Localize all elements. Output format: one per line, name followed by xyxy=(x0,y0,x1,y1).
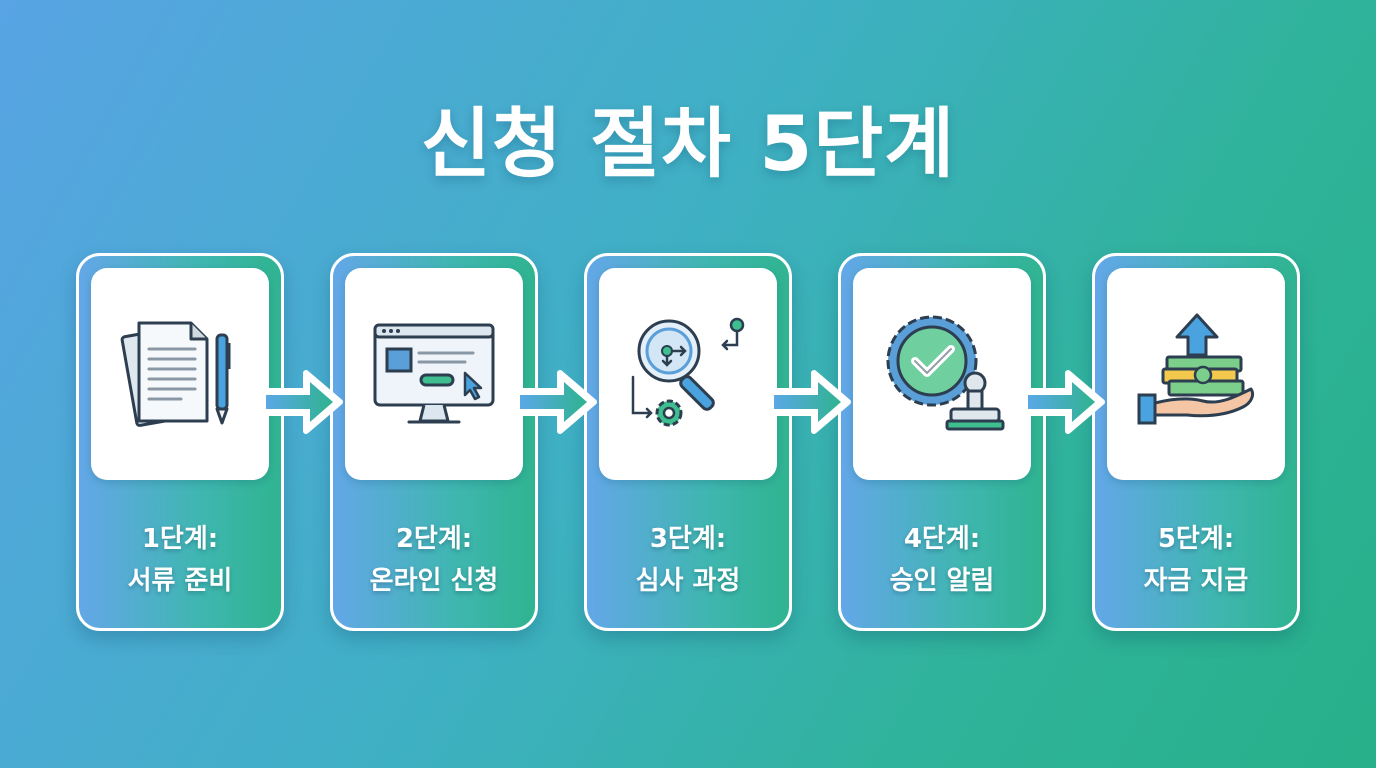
step-1-icon-panel xyxy=(91,268,269,480)
computer-monitor-icon xyxy=(373,323,495,424)
step-1-label: 1단계: 서류 준비 xyxy=(127,524,233,596)
step-2-label: 2단계: 온라인 신청 xyxy=(369,524,499,596)
step-3-label: 3단계: 심사 과정 xyxy=(635,524,741,596)
step-card-2: 2단계: 온라인 신청 xyxy=(330,253,538,631)
step-card-1: 1단계: 서류 준비 xyxy=(76,253,284,631)
step-card-4: 4단계: 승인 알림 xyxy=(838,253,1046,631)
arrow-right-icon xyxy=(764,370,851,434)
approval-seal-stamp-icon xyxy=(886,315,1005,431)
step-card-3: 3단계: 심사 과정 xyxy=(584,253,792,631)
step-5-icon-panel xyxy=(1107,268,1285,480)
step-4-label: 4단계: 승인 알림 xyxy=(889,524,995,596)
money-hand-icon xyxy=(1137,313,1255,425)
arrow-right-icon xyxy=(256,370,343,434)
step-4-icon-panel xyxy=(853,268,1031,480)
documents-pen-icon xyxy=(120,321,231,427)
step-5-label: 5단계: 자금 지급 xyxy=(1143,524,1249,596)
step-card-5: 5단계: 자금 지급 xyxy=(1092,253,1300,631)
page-title: 신청 절차 5단계 xyxy=(420,99,956,188)
magnifier-review-icon xyxy=(631,317,745,427)
arrow-right-icon xyxy=(1018,370,1105,434)
arrow-right-icon xyxy=(510,370,597,434)
step-3-icon-panel xyxy=(599,268,777,480)
step-2-icon-panel xyxy=(345,268,523,480)
